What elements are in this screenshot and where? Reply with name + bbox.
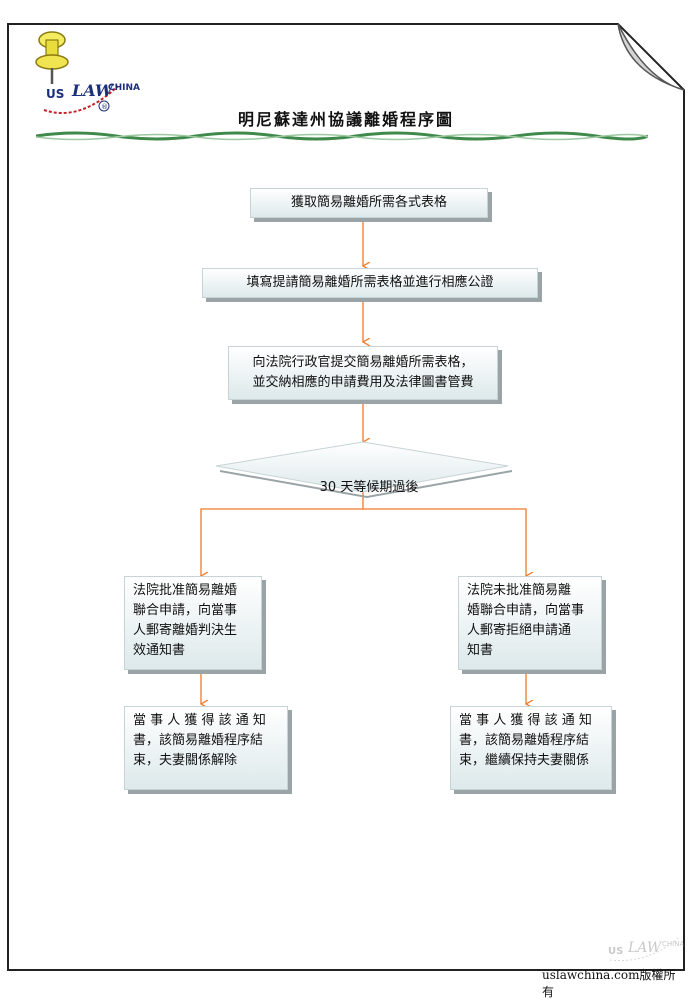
right-result-box: 當 事 人 獲 得 該 通 知 書，該簡易離婚程序結 束，繼續保持夫妻關係: [450, 706, 612, 790]
svg-text:LAW: LAW: [71, 81, 115, 100]
decorative-divider: [36, 131, 648, 141]
arrow-decision-right: [363, 508, 526, 576]
left-result-box: 當 事 人 獲 得 該 通 知 書，該簡易離婚程序結 束，夫妻關係解除: [124, 706, 288, 790]
page-title: 明尼蘇達州協議離婚程序圖: [238, 110, 455, 129]
svg-text:CHINA: CHINA: [662, 940, 684, 948]
flow-connectors: [6, 220, 692, 982]
svg-text:US: US: [608, 946, 623, 957]
svg-text:LAW: LAW: [627, 940, 663, 956]
left-branch-box: 法院批准簡易離婚 聯合申請，向當事 人郵寄離婚判決生 效通知書: [124, 576, 262, 670]
pushpin-icon: [35, 31, 69, 84]
watermark-logo: US LAW CHINA: [608, 937, 684, 962]
decision-diamond: [215, 441, 509, 493]
page-curl: [617, 23, 685, 91]
svg-text:US: US: [46, 87, 64, 101]
step-box-fill-forms: 填寫提請簡易離婚所需表格並進行相應公證: [202, 268, 538, 298]
svg-text:CHINA: CHINA: [108, 83, 140, 93]
copyright-footer: uslawchina.com版權所有: [542, 968, 676, 999]
uslawchina-logo: US LAW CHINA ®: [35, 31, 140, 114]
step-box-submit-forms: 向法院行政官提交簡易離婚所需表格， 並交納相應的申請費用及法律圖書管費: [228, 346, 498, 400]
document-page: US LAW CHINA ® 明尼蘇達州協議離婚程序圖: [6, 22, 686, 999]
step-box-get-forms: 獲取簡易離婚所需各式表格: [250, 188, 488, 218]
right-branch-box: 法院未批准簡易離 婚聯合申請，向當事 人郵寄拒絕申請通 知書: [458, 576, 602, 670]
decision-label: 30 天等候期過後: [319, 480, 419, 495]
arrow-decision-left: [201, 492, 364, 576]
registered-mark: ®: [101, 103, 108, 111]
